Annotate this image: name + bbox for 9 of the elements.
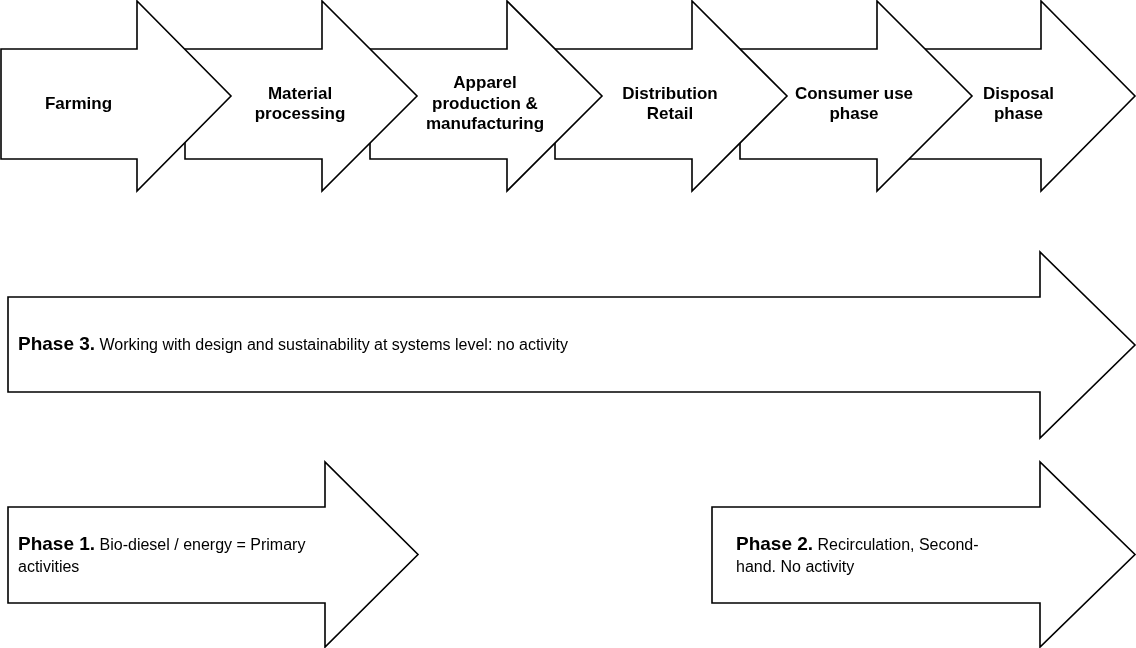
stage-label: Consumer use phase (793, 82, 915, 125)
phase-text: Phase 2. Recirculation, Second-hand. No activity (736, 532, 980, 577)
stage-label: Farming (43, 92, 114, 115)
stage-label: Disposal phase (982, 82, 1055, 125)
stage-label: Apparel production & manufacturing (424, 72, 546, 136)
phase-text: Phase 1. Bio-diesel / energy = Primary activities (18, 532, 307, 577)
stage-label: Distribution Retail (621, 82, 719, 125)
phase-text: Phase 3. Working with design and sustainability at systems level: no activity (18, 332, 569, 357)
stage-label: Material processing (253, 82, 347, 125)
